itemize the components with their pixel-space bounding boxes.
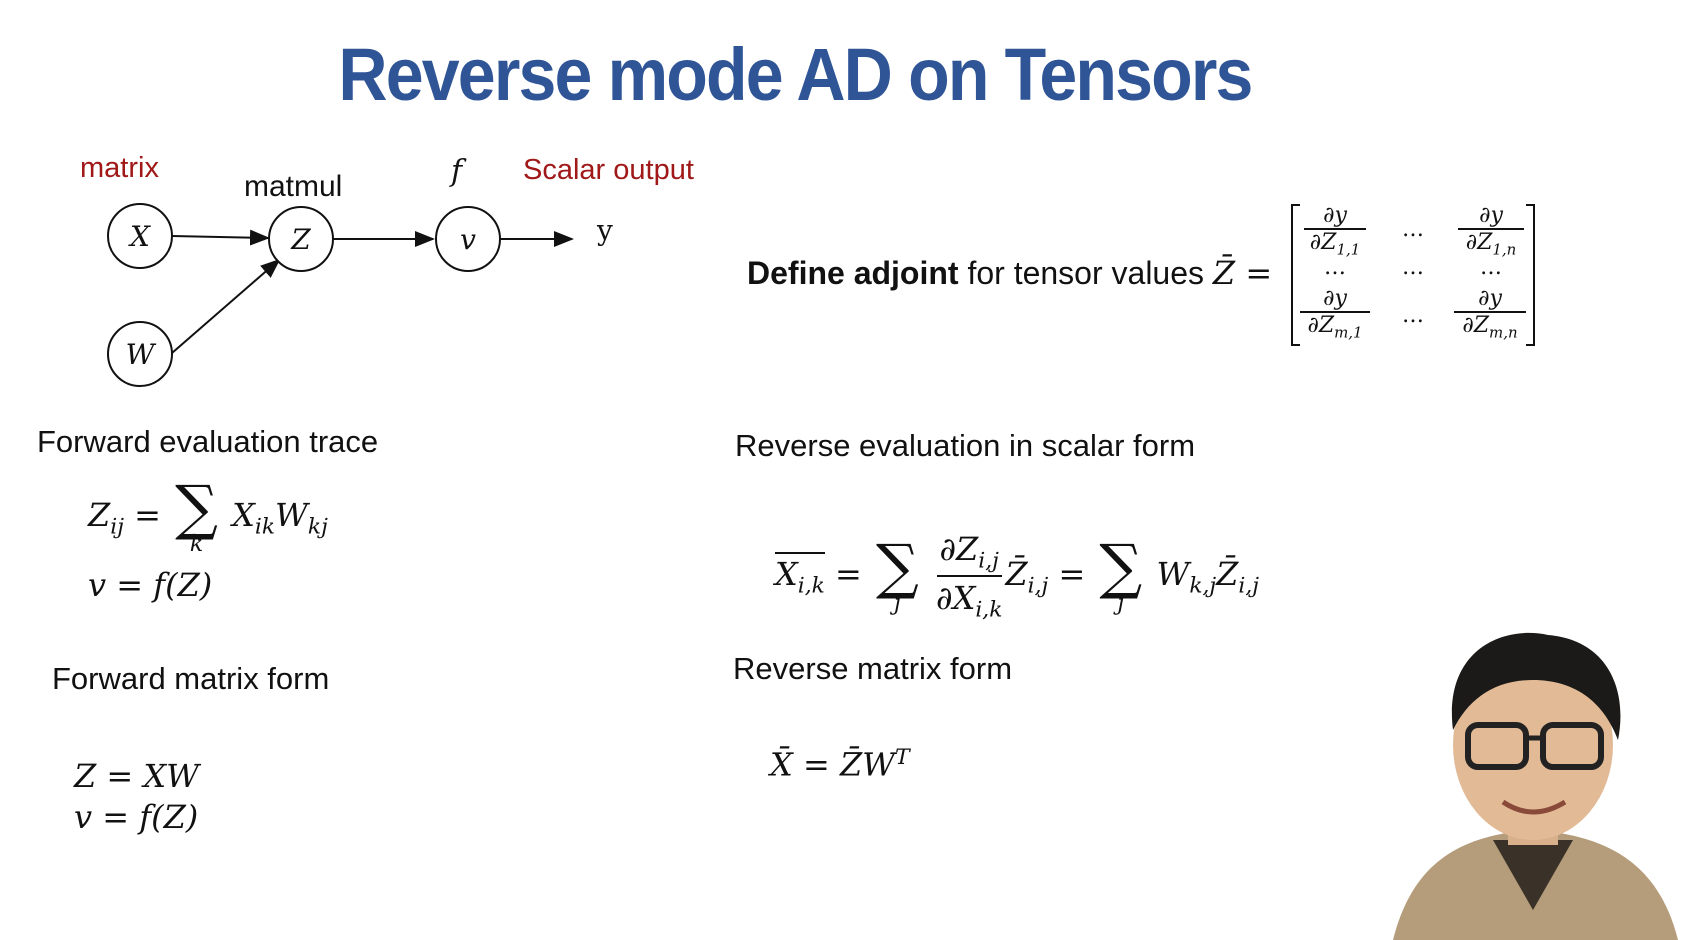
partial-fraction: ∂Zi,j ∂Xi,k bbox=[933, 530, 1005, 623]
cell-mn-num: ∂y bbox=[1454, 286, 1526, 313]
cell-1n-den: ∂Z1,n bbox=[1458, 230, 1524, 258]
trace-eq1-rhs-a-sub: ik bbox=[254, 514, 276, 540]
define-symbol: Z̄ = bbox=[1212, 254, 1273, 292]
presenter-collar bbox=[1493, 840, 1573, 910]
matrix-equation-1: Z = XW bbox=[74, 757, 200, 795]
rev-w: W bbox=[1156, 554, 1190, 593]
forward-matrix-heading: Forward matrix form bbox=[52, 661, 330, 696]
graph-edges bbox=[171, 229, 574, 354]
edge-w-z bbox=[171, 258, 281, 354]
presenter-mouth bbox=[1501, 799, 1567, 815]
cell-m1-den: ∂Zm,1 bbox=[1300, 313, 1370, 341]
frac-num-sub: i,j bbox=[978, 548, 999, 574]
cell-11-den: ∂Z1,1 bbox=[1304, 230, 1366, 258]
rev-lhs-sub: i,k bbox=[797, 573, 825, 599]
matrix-cell-mn: ∂y ∂Zm,n bbox=[1454, 286, 1526, 341]
reverse-scalar-equation: Xi,k = ∑j ∂Zi,j ∂Xi,k Z̄i,j = ∑j Wk,jZ̄i… bbox=[775, 530, 1259, 623]
trace-eq1-lhs: Z bbox=[88, 496, 111, 534]
frac-num-text: ∂Z bbox=[939, 530, 979, 568]
equals-sign: = bbox=[134, 496, 161, 534]
equals-sign: = bbox=[835, 554, 862, 593]
label-scalar-output: Scalar output bbox=[523, 154, 694, 186]
cell-11-den-text: ∂Z bbox=[1309, 230, 1337, 255]
sum-symbol: ∑k bbox=[175, 473, 218, 557]
sum-index: k bbox=[189, 532, 204, 557]
reverse-matrix-heading: Reverse matrix form bbox=[733, 651, 1013, 686]
rev-zbar-2-sub: i,j bbox=[1238, 573, 1260, 599]
ellipsis-mid-right: … bbox=[1480, 255, 1502, 280]
trace-eq1-rhs-b-sub: kj bbox=[307, 514, 328, 540]
node-w: W bbox=[107, 321, 173, 387]
glasses-right-lens bbox=[1540, 722, 1604, 770]
rev-w-sub: k,j bbox=[1189, 573, 1217, 599]
cell-11-num: ∂y bbox=[1304, 203, 1366, 230]
rev-zbar: Z̄ bbox=[1005, 554, 1028, 593]
forward-trace-heading: Forward evaluation trace bbox=[37, 424, 379, 459]
matrix-brackets bbox=[1291, 204, 1535, 346]
matrix-cell-1n: ∂y ∂Z1,n bbox=[1458, 203, 1524, 258]
adjoint-definition: Define adjoint for tensor values Z̄ = bbox=[747, 254, 1272, 292]
frac-den-sub: i,k bbox=[975, 597, 1003, 623]
cell-1n-den-sub: 1,n bbox=[1492, 240, 1517, 259]
trace-equation-1: Zij = ∑k XikWkj bbox=[88, 478, 328, 557]
equals-sign-2: = bbox=[1058, 554, 1086, 593]
cell-1n-den-text: ∂Z bbox=[1465, 230, 1493, 255]
ellipsis-bottom-mid: … bbox=[1402, 303, 1424, 328]
sum-index: j bbox=[894, 590, 901, 616]
cell-1n-num: ∂y bbox=[1458, 203, 1524, 230]
trace-equation-2: v = f(Z) bbox=[88, 566, 213, 604]
glasses-left-lens bbox=[1465, 722, 1529, 770]
slide-title: Reverse mode AD on Tensors bbox=[338, 33, 1253, 116]
ellipsis-mid-center: … bbox=[1402, 255, 1424, 280]
matrix-equation-2: v = f(Z) bbox=[74, 798, 199, 836]
define-bold: Define adjoint bbox=[747, 255, 959, 291]
adjoint-matrix: ∂y ∂Z1,1 ∂y ∂Z1,n ∂y ∂Zm,1 ∂y ∂Zm,n … … … bbox=[1290, 203, 1536, 347]
node-v: v bbox=[435, 206, 501, 272]
ellipsis-top-mid: … bbox=[1402, 217, 1424, 242]
rev-lhs-text: X bbox=[775, 554, 798, 593]
cell-mn-den: ∂Zm,n bbox=[1454, 313, 1526, 341]
label-matrix: matrix bbox=[80, 152, 159, 184]
trace-eq1-rhs-b: W bbox=[275, 496, 308, 534]
rev-matrix-sup: T bbox=[895, 745, 910, 770]
cell-11-den-sub: 1,1 bbox=[1336, 240, 1361, 259]
presenter-hair bbox=[1451, 632, 1621, 740]
rev-zbar-2: Z̄ bbox=[1216, 554, 1239, 593]
reverse-matrix-equation: X̄ = Z̄WT bbox=[770, 745, 910, 784]
reverse-scalar-heading: Reverse evaluation in scalar form bbox=[735, 428, 1196, 463]
frac-den-text: ∂X bbox=[936, 579, 976, 618]
rev-zbar-sub: i,j bbox=[1027, 573, 1049, 599]
frac-num: ∂Zi,j bbox=[936, 530, 1002, 578]
cell-mn-den-sub: m,n bbox=[1489, 323, 1518, 342]
cell-m1-den-text: ∂Z bbox=[1307, 313, 1335, 338]
frac-den: ∂Xi,k bbox=[933, 577, 1005, 622]
node-x: X bbox=[107, 203, 173, 269]
edge-x-z bbox=[171, 229, 270, 246]
sum-symbol-2: ∑j bbox=[1099, 531, 1143, 616]
cell-m1-num: ∂y bbox=[1300, 286, 1370, 313]
output-y: y bbox=[597, 214, 613, 247]
label-f: f bbox=[451, 154, 463, 189]
matrix-cell-m1: ∂y ∂Zm,1 bbox=[1300, 286, 1370, 341]
presenter-face bbox=[1453, 650, 1613, 840]
presenter-video bbox=[1373, 610, 1693, 940]
rev-matrix-text: X̄ = Z̄W bbox=[770, 745, 896, 784]
trace-eq1-lhs-sub: ij bbox=[110, 514, 124, 540]
node-z: Z bbox=[268, 206, 334, 272]
trace-eq1-rhs-a: X bbox=[232, 496, 255, 534]
sum-symbol: ∑j bbox=[876, 531, 919, 616]
define-rest: for tensor values bbox=[967, 255, 1205, 291]
ellipsis-mid-left: … bbox=[1324, 255, 1346, 280]
cell-mn-den-text: ∂Z bbox=[1462, 313, 1490, 338]
cell-m1-den-sub: m,1 bbox=[1334, 323, 1363, 342]
rev-lhs: Xi,k bbox=[775, 551, 825, 599]
label-matmul: matmul bbox=[244, 170, 343, 203]
sum-index-2: j bbox=[1117, 590, 1125, 616]
matrix-cell-11: ∂y ∂Z1,1 bbox=[1304, 203, 1366, 258]
